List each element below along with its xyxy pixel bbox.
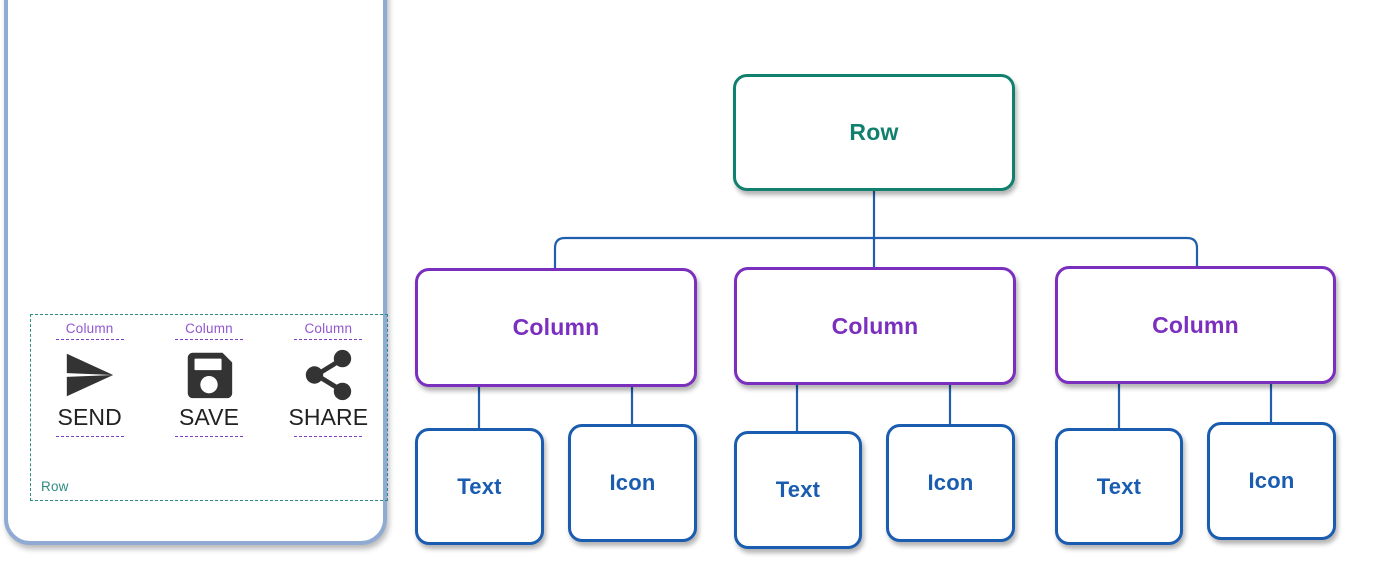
preview-column-send: Column SEND — [30, 322, 149, 437]
column-overlay-dash-bottom — [294, 436, 363, 437]
row-overlay-box — [30, 314, 388, 501]
column-overlay-label: Column — [65, 321, 114, 336]
tree-node-column-label: Column — [512, 314, 600, 340]
column-overlay-label: Column — [185, 321, 233, 336]
column-overlay-dash-bottom — [174, 436, 243, 437]
tree-node-row-label: Row — [849, 119, 899, 145]
row-overlay-label: Row — [41, 479, 69, 494]
tree-node-text-1[interactable]: Text — [415, 428, 544, 545]
column-overlay-dash-top — [294, 339, 363, 340]
tree-node-column-label: Column — [1152, 311, 1239, 338]
tree-node-column-1[interactable]: Column — [415, 268, 697, 387]
preview-column-share: Column SHARE — [269, 322, 388, 437]
share-button-label: SHARE — [288, 404, 369, 430]
share-icon — [306, 349, 352, 401]
tree-node-leaf-label: Text — [775, 477, 821, 502]
tree-node-leaf-label: Text — [1096, 473, 1142, 499]
tree-node-leaf-label: Icon — [927, 470, 974, 495]
send-button-label: SEND — [57, 404, 122, 430]
save-icon — [187, 352, 233, 399]
save-button[interactable]: SAVE — [179, 340, 239, 436]
column-overlay-label: Column — [304, 321, 353, 336]
tree-node-leaf-label: Icon — [609, 470, 656, 495]
save-button-label: SAVE — [178, 404, 240, 430]
column-overlay-dash-top — [55, 339, 124, 340]
tree-node-column-3[interactable]: Column — [1055, 266, 1336, 384]
send-button[interactable]: SEND — [58, 340, 122, 436]
tree-node-column-2[interactable]: Column — [734, 267, 1016, 385]
column-overlay-dash-top — [174, 339, 243, 340]
device-preview-frame: Row Column SEND Column — [4, 0, 388, 545]
send-icon — [66, 353, 113, 397]
tree-node-leaf-label: Text — [457, 473, 502, 499]
tree-node-icon-2[interactable]: Icon — [886, 424, 1015, 542]
tree-node-icon-3[interactable]: Icon — [1207, 422, 1336, 540]
tree-node-icon-1[interactable]: Icon — [568, 424, 697, 542]
tree-node-leaf-label: Icon — [1248, 468, 1295, 493]
tree-node-text-2[interactable]: Text — [734, 431, 862, 549]
tree-node-column-label: Column — [831, 312, 919, 339]
preview-column-save: Column SAVE — [149, 322, 268, 437]
tree-node-row[interactable]: Row — [733, 74, 1015, 191]
column-overlay-dash-bottom — [55, 436, 124, 437]
tree-node-text-3[interactable]: Text — [1055, 428, 1183, 545]
share-button[interactable]: SHARE — [288, 340, 368, 436]
action-buttons-row: Column SEND Column SAVE — [30, 322, 388, 462]
